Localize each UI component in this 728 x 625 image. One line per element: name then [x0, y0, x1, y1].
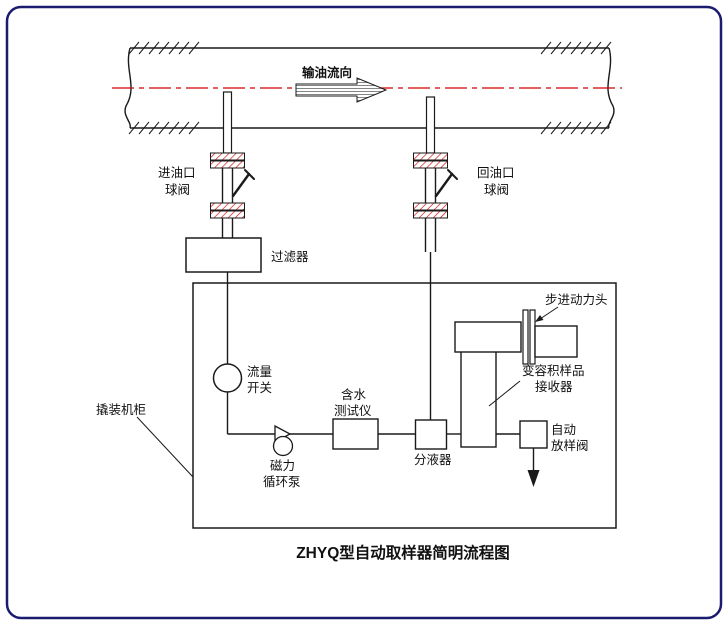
- flow-direction-label: 输油流向: [302, 65, 352, 80]
- valve-body: [424, 168, 437, 203]
- auto-valve-label-1: 自动: [551, 423, 576, 437]
- pump-circle: [272, 435, 294, 457]
- receiver-body: [460, 349, 497, 448]
- filter-box: [185, 237, 262, 273]
- water-tester-label-1: 含水: [341, 387, 367, 402]
- separator-box: [414, 419, 448, 450]
- pump-label-2: 循环泵: [263, 475, 301, 489]
- valve-handle: [231, 172, 251, 198]
- inlet-ball-valve: [210, 91, 255, 238]
- cabinet-leader-line: [136, 416, 194, 478]
- flange: [210, 160, 245, 169]
- receiver-label-1: 变容积样品: [522, 363, 585, 378]
- internal-piping: [226, 272, 535, 470]
- flange: [210, 152, 245, 161]
- inlet-probe: [222, 91, 233, 154]
- return-probe: [425, 96, 436, 154]
- water-tester-box: [332, 418, 379, 450]
- pipe-hatch-ticks: [128, 41, 612, 135]
- flow-switch: [212, 363, 243, 393]
- receiver-flange: [529, 309, 536, 365]
- flow-switch-label-1: 流量: [247, 365, 272, 379]
- flange: [413, 210, 448, 219]
- water-tester-label-2: 测试仪: [334, 403, 372, 418]
- flange: [413, 202, 448, 211]
- receiver-leader-line: [488, 380, 521, 407]
- pipe-left-break: [124, 47, 132, 129]
- cabinet-box: [192, 282, 617, 529]
- main-pipeline: [124, 41, 615, 135]
- sample-receiver: [454, 309, 578, 448]
- receiver-cylinder: [454, 321, 522, 353]
- filter-label: 过滤器: [271, 250, 309, 264]
- return-valve-label-2: 球阀: [484, 183, 509, 197]
- page-border: [5, 5, 723, 620]
- valve-handle-grip: [447, 169, 458, 180]
- cabinet-label: 撬装机柜: [96, 403, 146, 417]
- valve-handle-grip: [244, 169, 255, 180]
- return-pipe: [424, 218, 437, 252]
- flow-switch-label-2: 开关: [247, 381, 272, 395]
- flange: [413, 152, 448, 161]
- stepper-head-box: [534, 325, 578, 358]
- stepper-head-label: 步进动力头: [545, 293, 608, 307]
- flange: [210, 210, 245, 219]
- pump-label-1: 磁力: [270, 458, 295, 473]
- stepper-leader-arrowhead: [535, 315, 544, 322]
- drain-arrow: [527, 470, 540, 487]
- valve-body: [221, 168, 234, 203]
- flange: [413, 160, 448, 169]
- receiver-label-2: 接收器: [535, 379, 573, 394]
- inlet-valve-label-1: 进油口: [158, 166, 196, 180]
- flange: [210, 202, 245, 211]
- receiver-flange: [522, 309, 529, 365]
- return-valve-label-1: 回油口: [477, 166, 515, 180]
- diagram-title: ZHYQ型自动取样器简明流程图: [296, 543, 510, 562]
- inlet-pipe: [221, 218, 234, 238]
- flow-direction-arrow: [295, 77, 388, 103]
- separator-label: 分液器: [414, 452, 452, 467]
- inlet-valve-label-2: 球阀: [165, 183, 190, 197]
- auto-sample-valve-box: [519, 420, 548, 449]
- auto-valve-label-2: 放样阀: [551, 438, 589, 453]
- valve-handle: [434, 172, 454, 198]
- pipe-right-break: [607, 47, 615, 129]
- stepper-leader-line: [539, 306, 559, 320]
- pump-icon: [272, 424, 294, 457]
- return-ball-valve: [413, 96, 458, 420]
